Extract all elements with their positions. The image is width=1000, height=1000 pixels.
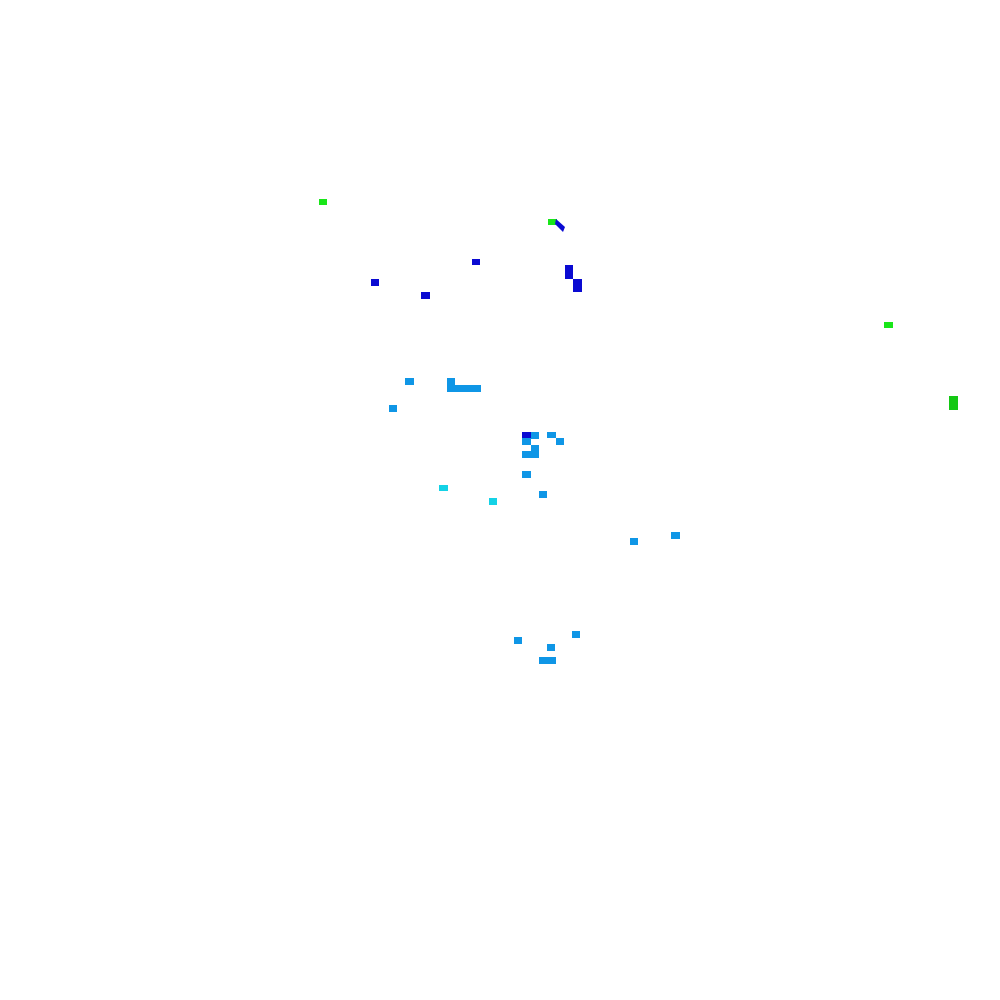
pixel-block-27 bbox=[547, 644, 555, 651]
pixel-block-18 bbox=[556, 438, 564, 445]
pixel-block-30 bbox=[489, 498, 497, 505]
pixel-block-14 bbox=[389, 405, 397, 412]
pixel-block-6 bbox=[371, 279, 379, 286]
pixel-block-7 bbox=[421, 292, 430, 299]
pixel-block-3 bbox=[884, 322, 893, 328]
pixel-block-15 bbox=[531, 432, 539, 439]
pixel-block-11 bbox=[405, 378, 414, 385]
pixel-block-12 bbox=[447, 378, 455, 385]
diagonal-stroke bbox=[555, 219, 565, 232]
pixel-block-4 bbox=[949, 396, 958, 410]
pixel-block-2 bbox=[548, 219, 557, 225]
pixel-block-21 bbox=[522, 471, 531, 478]
pixel-block-16 bbox=[547, 432, 556, 438]
pixel-block-29 bbox=[439, 485, 448, 491]
pixel-block-23 bbox=[671, 532, 680, 539]
pixel-block-9 bbox=[573, 279, 582, 292]
pixel-block-1 bbox=[319, 199, 327, 205]
pixel-block-26 bbox=[514, 637, 522, 644]
pixel-block-20 bbox=[522, 451, 539, 458]
pixel-block-22 bbox=[539, 491, 547, 498]
pixel-block-25 bbox=[572, 631, 580, 638]
pixel-block-19 bbox=[531, 445, 539, 452]
pixel-block-13 bbox=[447, 385, 481, 392]
pixel-block-24 bbox=[630, 538, 638, 545]
pixel-block-10 bbox=[522, 432, 531, 439]
pixel-block-5 bbox=[472, 259, 480, 265]
pixel-block-17 bbox=[522, 438, 531, 445]
pixel-block-28 bbox=[539, 657, 556, 664]
pixel-block-8 bbox=[565, 265, 573, 279]
